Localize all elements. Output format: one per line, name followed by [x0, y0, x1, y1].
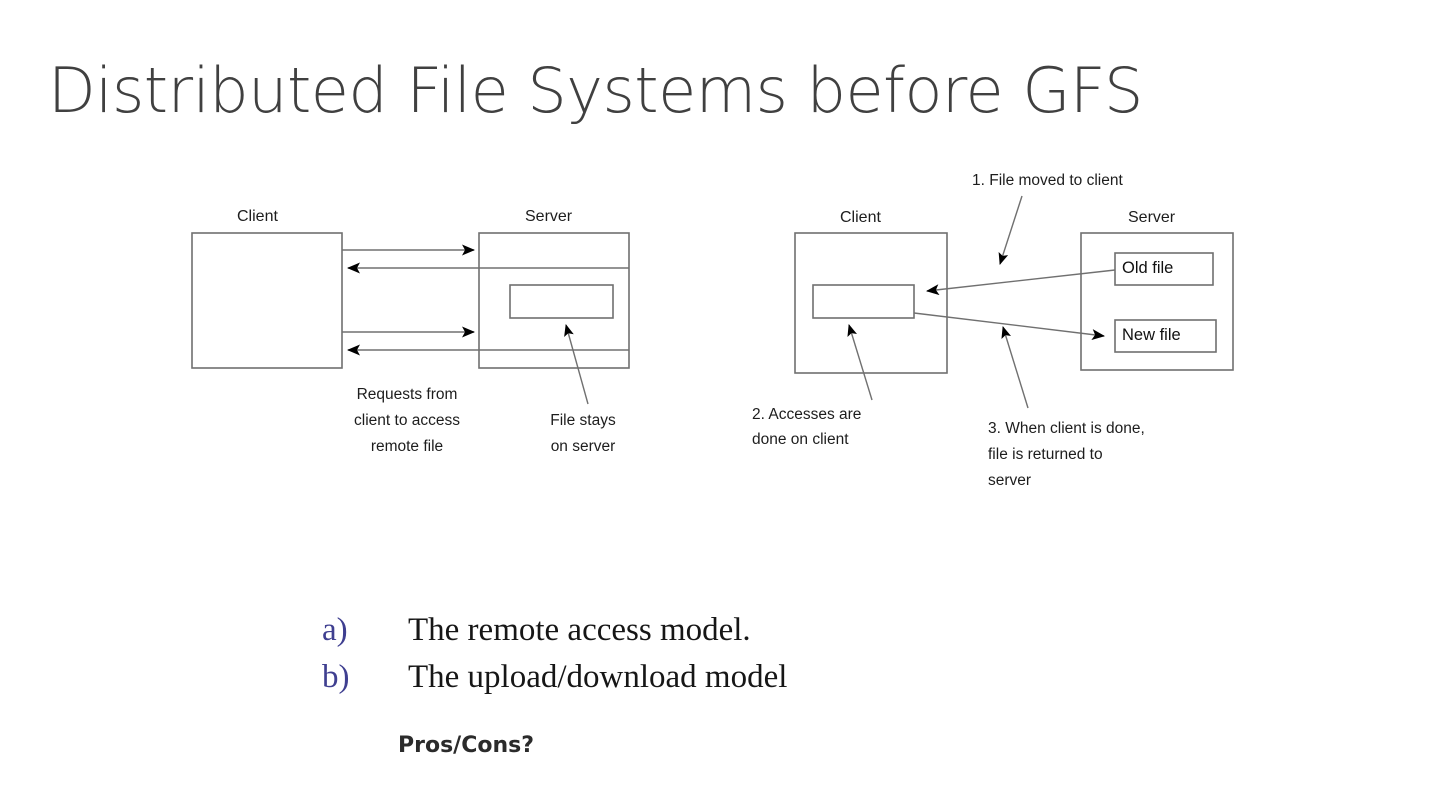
bullet-marker-b: b): [322, 659, 350, 695]
bullet-list: a) The remote access model. b) The uploa…: [322, 612, 1082, 706]
list-item: a) The remote access model.: [322, 612, 1082, 649]
diagram-a-caption-requests-line3: remote file: [370, 438, 444, 455]
diagram-a-caption-file-line1: File stays: [550, 412, 616, 429]
diagram-b-shapes: [794, 195, 1234, 409]
bullet-marker-a: a): [322, 612, 348, 648]
diagram-a-client-label: Client: [237, 208, 278, 225]
diagram-b-old-file-label: Old file: [1122, 259, 1174, 277]
diagram-a-server-label: Server: [525, 208, 573, 225]
diagram-b-step3-line1: 3. When client is done,: [988, 420, 1145, 437]
diagram-b-step2-line1: 2. Accesses are: [752, 406, 862, 423]
diagram-b-client-label: Client: [840, 209, 881, 226]
diagram-a-shapes: [191, 232, 630, 405]
diagram-b-new-file-label: New file: [1122, 326, 1181, 344]
pros-cons-note: Pros/Cons?: [398, 733, 534, 758]
diagram-b-step2-line2: done on client: [752, 431, 849, 448]
diagram-b-step3-line2: file is returned to: [988, 446, 1103, 463]
bullet-text-b: The upload/download model: [408, 659, 788, 695]
diagram-a-caption-file-line2: on server: [550, 438, 616, 455]
diagram-a-caption-requests-line1: Requests from: [356, 386, 458, 403]
bullet-text-a: The remote access model.: [408, 612, 751, 648]
list-item: b) The upload/download model: [322, 659, 1082, 696]
page-title: Distributed File Systems before GFS: [48, 54, 1143, 127]
diagram-b-step3-line3: server: [988, 472, 1032, 489]
diagram-b-step1-label: 1. File moved to client: [972, 172, 1123, 189]
diagram-a-caption-requests-line2: client to access: [354, 412, 460, 429]
diagram-b-server-label: Server: [1128, 209, 1176, 226]
